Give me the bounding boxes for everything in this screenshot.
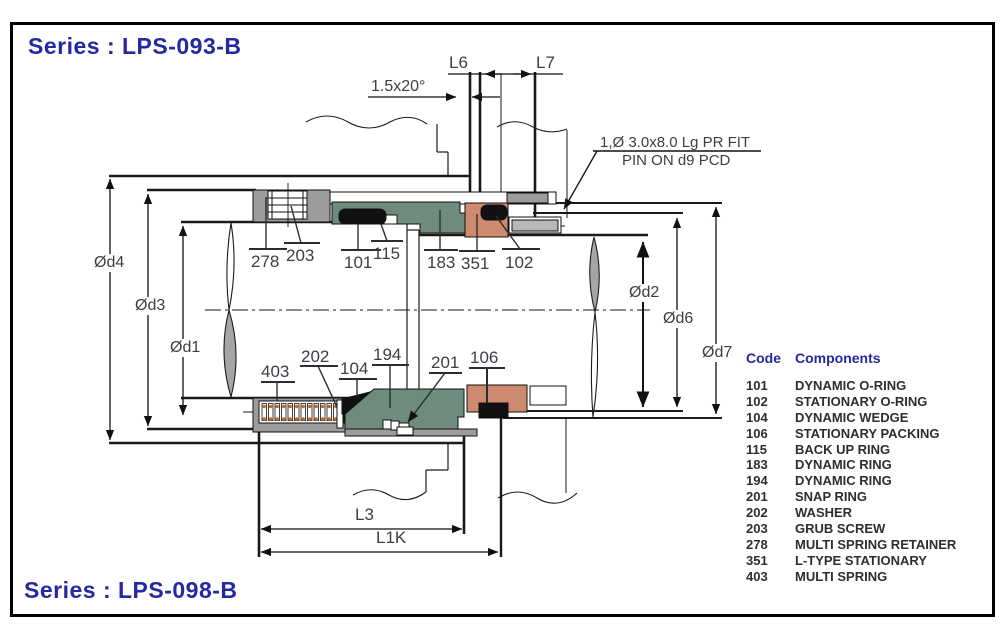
- part-label-101: 101: [344, 253, 373, 272]
- part-label-104: 104: [340, 359, 369, 378]
- dim-label-d6: Ød6: [661, 310, 696, 328]
- dynamic-ring-lower: [344, 388, 465, 430]
- legend-row: 101 DYNAMIC O-RING: [746, 378, 992, 394]
- annotation-leader: [563, 150, 598, 210]
- legend-row-code: 203: [746, 521, 768, 537]
- dim-label-d1: Ød1: [168, 339, 203, 357]
- shaft-break-left: [226, 222, 235, 311]
- legend-row-name: DYNAMIC RING: [795, 473, 892, 489]
- legend-row-name: SNAP RING: [795, 489, 867, 505]
- legend-row-code: 115: [746, 441, 767, 457]
- part-label-403: 403: [261, 362, 290, 381]
- dim-label-d2: Ød2: [627, 284, 662, 302]
- pin-annotation-line2: PIN ON d9 PCD: [622, 152, 731, 169]
- stationary-packing: [478, 402, 509, 419]
- part-label-106: 106: [470, 348, 499, 367]
- dim-label-l3: L3: [355, 505, 374, 524]
- legend-row: 201 SNAP RING: [746, 489, 992, 505]
- legend-row: 104 DYNAMIC WEDGE: [746, 410, 992, 426]
- dim-label-d4: Ød4: [92, 254, 127, 272]
- legend-row-name: WASHER: [795, 505, 853, 521]
- legend-header: Code Components: [746, 350, 992, 366]
- legend-row: 351 L-TYPE STATIONARY: [746, 553, 992, 569]
- break-squiggle-bottom-right: [497, 491, 578, 504]
- legend-row-name: BACK UP RING: [795, 441, 891, 457]
- break-squiggle-bottom-left: [352, 489, 427, 501]
- legend-row-code: 403: [746, 568, 768, 584]
- legend-row-code: 194: [746, 473, 768, 489]
- legend-row-code: 351: [746, 552, 768, 568]
- break-squiggle-top-right: [496, 121, 568, 133]
- legend-row: 203 GRUB SCREW: [746, 521, 992, 537]
- drive-pin: [511, 219, 559, 232]
- sheet-border: [10, 22, 995, 617]
- part-label-203: 203: [286, 246, 315, 265]
- multi-spring: [261, 403, 339, 421]
- part-label-202: 202: [301, 347, 330, 366]
- legend-row-code: 201: [746, 489, 768, 505]
- legend-row-name: GRUB SCREW: [795, 521, 886, 537]
- dim-label-l7: L7: [536, 53, 555, 72]
- legend-row-name: MULTI SPRING: [795, 568, 888, 584]
- legend-row: 115 BACK UP RING: [746, 442, 992, 458]
- part-label-115: 115: [373, 244, 401, 263]
- legend-row: 102 STATIONARY O-RING: [746, 394, 992, 410]
- break-squiggle-top-left: [305, 115, 428, 129]
- legend-row: 403 MULTI SPRING: [746, 569, 992, 585]
- dim-label-d3: Ød3: [133, 297, 168, 315]
- legend-code-header: Code: [746, 350, 781, 366]
- part-label-102: 102: [505, 253, 534, 272]
- legend-components-header: Components: [795, 350, 881, 366]
- legend-row-code: 101: [746, 378, 768, 393]
- dim-label-chamfer: 1.5x20°: [371, 78, 426, 95]
- legend-row-name: DYNAMIC WEDGE: [795, 409, 909, 425]
- legend-row: 202 WASHER: [746, 505, 992, 521]
- legend-row-code: 183: [746, 457, 768, 473]
- dim-label-l1k: L1K: [376, 528, 407, 547]
- dim-label-d7: Ød7: [700, 344, 735, 362]
- pin-annotation-line1: 1,Ø 3.0x8.0 Lg PR FIT: [600, 134, 751, 151]
- legend-row-name: STATIONARY O-RING: [795, 393, 928, 409]
- legend-row-name: DYNAMIC RING: [795, 457, 892, 473]
- legend-row-name: DYNAMIC O-RING: [795, 378, 907, 393]
- legend-row: 106 STATIONARY PACKING: [746, 426, 992, 442]
- dim-label-l6: L6: [449, 53, 468, 72]
- legend-row: 194 DYNAMIC RING: [746, 473, 992, 489]
- legend-row-code: 278: [746, 536, 768, 552]
- legend-row: 278 MULTI SPRING RETAINER: [746, 537, 992, 553]
- part-label-183: 183: [427, 253, 456, 272]
- legend-row-name: STATIONARY PACKING: [795, 425, 940, 441]
- legend-row-code: 106: [746, 425, 768, 441]
- legend-row-code: 104: [746, 409, 768, 425]
- legend-row-name: MULTI SPRING RETAINER: [795, 536, 957, 552]
- shaft-break-right: [589, 236, 600, 313]
- stationary-o-ring: [480, 204, 508, 221]
- legend-row: 183 DYNAMIC RING: [746, 457, 992, 473]
- series-title-top: Series : LPS-093-B: [28, 33, 242, 59]
- legend-row-code: 202: [746, 505, 768, 521]
- part-label-278: 278: [251, 252, 280, 271]
- part-label-351: 351: [461, 254, 490, 273]
- part-label-194: 194: [373, 345, 402, 364]
- legend-row-name: L-TYPE STATIONARY: [795, 552, 927, 568]
- series-title-bottom: Series : LPS-098-B: [24, 577, 238, 603]
- part-label-201: 201: [431, 353, 460, 372]
- dynamic-o-ring: [338, 208, 387, 225]
- legend-row-code: 102: [746, 393, 768, 409]
